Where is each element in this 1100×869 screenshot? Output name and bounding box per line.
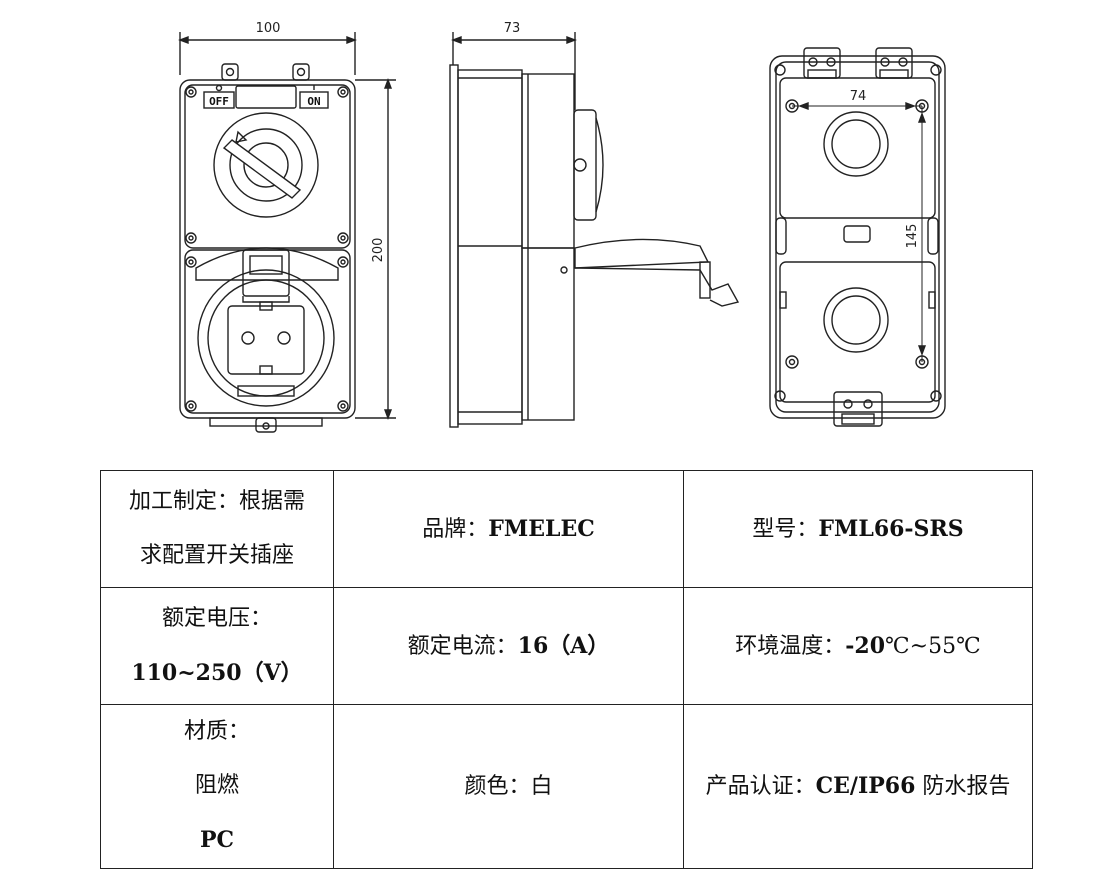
rated-current-value: 16 [517,632,549,659]
side-width-dimension: 73 [504,21,521,36]
technical-drawing: 100 200 OFF ON 73 74 145 [178,21,946,433]
back-hole-spacing-horizontal: 74 [850,89,867,104]
spec-table: 加工制定：根据需 求配置开关插座 品牌：FMELEC 型号：FML66-SRS … [100,470,1033,869]
ambient-temperature-label: 环境温度： [735,633,846,659]
color-label: 颜色： [464,773,531,799]
customization-cell: 加工制定：根据需 求配置开关插座 [100,470,334,588]
rated-voltage-unit: （V） [241,659,303,686]
certification-label: 产品认证： [705,774,816,799]
model-cell: 型号：FML66-SRS [683,470,1033,588]
customization-line-1: 加工制定：根据需 [128,489,305,514]
material-value-cn: 阻燃 [194,773,239,798]
material-label: 材质： [183,719,250,744]
side-view [449,32,740,428]
brand-value: FMELEC [488,515,595,542]
ambient-temperature-range: ℃~55℃ [885,633,981,659]
on-label: ON [307,95,320,108]
rated-current-unit: （A） [548,632,610,659]
spec-row: 额定电压： 110~250（V） 额定电流：16（A） 环境温度：-20℃~55… [100,587,1033,705]
front-height-dimension: 200 [371,238,386,263]
color-value: 白 [530,773,553,799]
rated-voltage-cell: 额定电压： 110~250（V） [100,587,334,705]
front-view [178,32,396,433]
certification-cell: 产品认证：CE/IP66 防水报告 [683,704,1033,869]
ambient-temperature-value: -20 [845,632,886,659]
off-label: OFF [209,95,229,108]
material-value-pc: PC [199,827,235,853]
model-label: 型号： [752,516,819,542]
color-cell: 颜色：白 [333,704,684,869]
back-hole-spacing-vertical: 145 [905,224,920,249]
brand-label: 品牌： [422,516,489,542]
brand-cell: 品牌：FMELEC [333,470,684,588]
material-cell: 材质： 阻燃 PC [100,704,334,869]
rated-voltage-label: 额定电压： [161,605,272,631]
back-view [769,47,946,427]
rated-voltage-value-line: 110~250（V） [107,646,327,701]
rated-current-label: 额定电流： [407,633,518,659]
ambient-temperature-cell: 环境温度：-20℃~55℃ [683,587,1033,705]
rated-current-cell: 额定电流：16（A） [333,587,684,705]
model-value: FML66-SRS [818,515,964,542]
spec-row: 加工制定：根据需 求配置开关插座 品牌：FMELEC 型号：FML66-SRS [100,470,1033,588]
certification-report: 防水报告 [915,774,1011,799]
spec-row: 材质： 阻燃 PC 颜色：白 产品认证：CE/IP66 防水报告 [100,704,1033,869]
rated-voltage-value: 110~250 [131,659,242,686]
customization-line-2: 求配置开关插座 [139,543,294,568]
material-value-line: 阻燃 PC [107,759,327,868]
certification-value: CE/IP66 [815,773,916,799]
front-width-dimension: 100 [256,21,281,36]
